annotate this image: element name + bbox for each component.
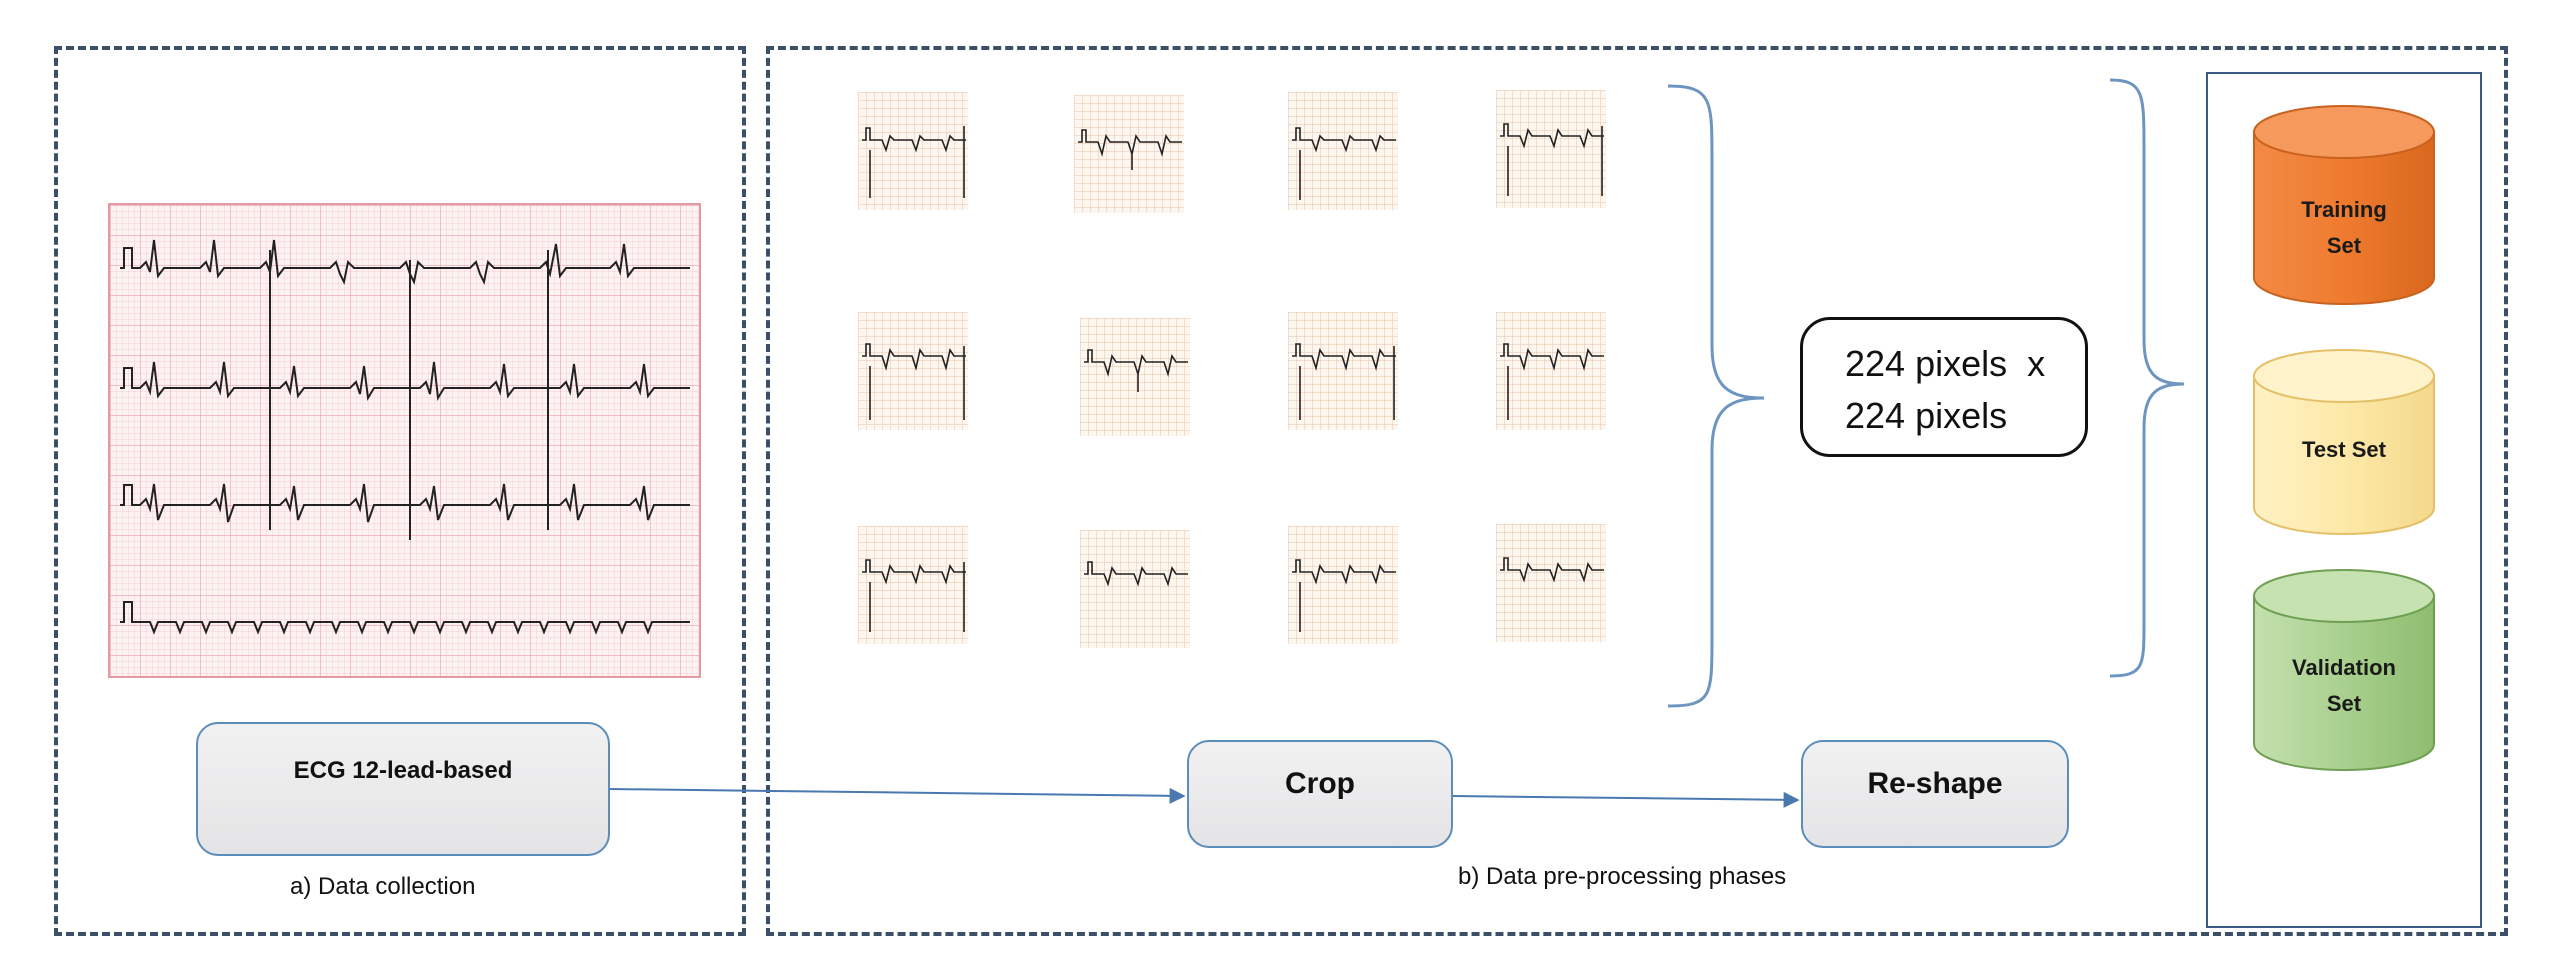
- ecg-trace-row-1: [120, 239, 690, 286]
- mini-trace: [1500, 557, 1604, 583]
- ecg-12-lead-label: ECG 12-lead-based: [293, 757, 513, 784]
- cropped-lead-image: [1080, 530, 1190, 648]
- mini-trace: [1500, 343, 1604, 420]
- test-set-label: Test Set: [2274, 432, 2414, 468]
- cropped-lead-image: [858, 92, 968, 210]
- cropped-lead-image: [1496, 524, 1606, 642]
- preprocessing-caption: b) Data pre-processing phases: [1458, 863, 1787, 890]
- validation-set-label-line2: Set: [2326, 691, 2362, 716]
- ecg-traces: [120, 239, 690, 635]
- crop-box: Crop: [1187, 740, 1453, 848]
- mini-trace: [1084, 349, 1188, 392]
- mini-trace: [1078, 129, 1182, 170]
- cropped-lead-image: [1074, 95, 1184, 213]
- dataset-split-panel: [2206, 72, 2482, 928]
- ecg-trace-row-4: [120, 601, 690, 635]
- preprocessing-panel: [766, 46, 2508, 936]
- crop-label: Crop: [1285, 767, 1355, 800]
- cropped-lead-image: [1496, 312, 1606, 430]
- cylinder-validation-set: [2253, 569, 2435, 771]
- arrow-crop-to-reshape: [1452, 791, 1800, 808]
- cropped-lead-image: [1288, 526, 1398, 644]
- reshape-box: Re-shape: [1801, 740, 2069, 848]
- brace-size-to-sets: [2109, 78, 2185, 678]
- training-set-label-line2: Set: [2326, 233, 2362, 258]
- brace-crop-to-size: [1667, 84, 1765, 708]
- cropped-lead-image: [1288, 92, 1398, 210]
- ecg-12-lead-image: [108, 203, 701, 678]
- cropped-lead-image: [1496, 90, 1606, 208]
- mini-trace: [1292, 127, 1396, 200]
- arrow-ecg-to-crop: [609, 787, 1186, 804]
- cropped-lead-image: [858, 526, 968, 644]
- cropped-lead-image: [858, 312, 968, 430]
- mini-trace: [862, 559, 966, 632]
- mini-trace: [862, 126, 966, 198]
- mini-trace: [1084, 561, 1188, 587]
- cropped-lead-image: [1080, 318, 1190, 436]
- ecg-trace-row-3: [120, 483, 690, 523]
- cylinder-test-set: [2253, 349, 2435, 535]
- cropped-traces: [862, 123, 1604, 632]
- image-size-line1: 224 pixels x: [1845, 343, 2046, 384]
- ecg-trace-row-2: [120, 361, 690, 402]
- ecg-12-lead-box: ECG 12-lead-based: [196, 722, 610, 856]
- mini-trace: [1292, 559, 1396, 632]
- data-collection-caption: a) Data collection: [290, 873, 476, 900]
- cylinder-training-set: [2253, 105, 2435, 305]
- validation-set-label-line1: Validation: [2292, 655, 2396, 680]
- validation-set-label: Validation Set: [2274, 650, 2414, 722]
- mini-trace: [1292, 343, 1396, 420]
- mini-trace: [1500, 123, 1604, 196]
- cropped-lead-image: [1288, 312, 1398, 430]
- training-set-label: Training Set: [2274, 192, 2414, 264]
- training-set-label-line1: Training: [2301, 197, 2387, 222]
- data-collection-panel: [54, 46, 746, 936]
- mini-trace: [862, 343, 966, 420]
- test-set-label-line1: Test Set: [2302, 437, 2386, 462]
- reshape-label: Re-shape: [1867, 767, 2003, 800]
- image-size-box: 224 pixels x 224 pixels: [1800, 317, 2088, 457]
- image-size-line2: 224 pixels: [1845, 395, 2008, 436]
